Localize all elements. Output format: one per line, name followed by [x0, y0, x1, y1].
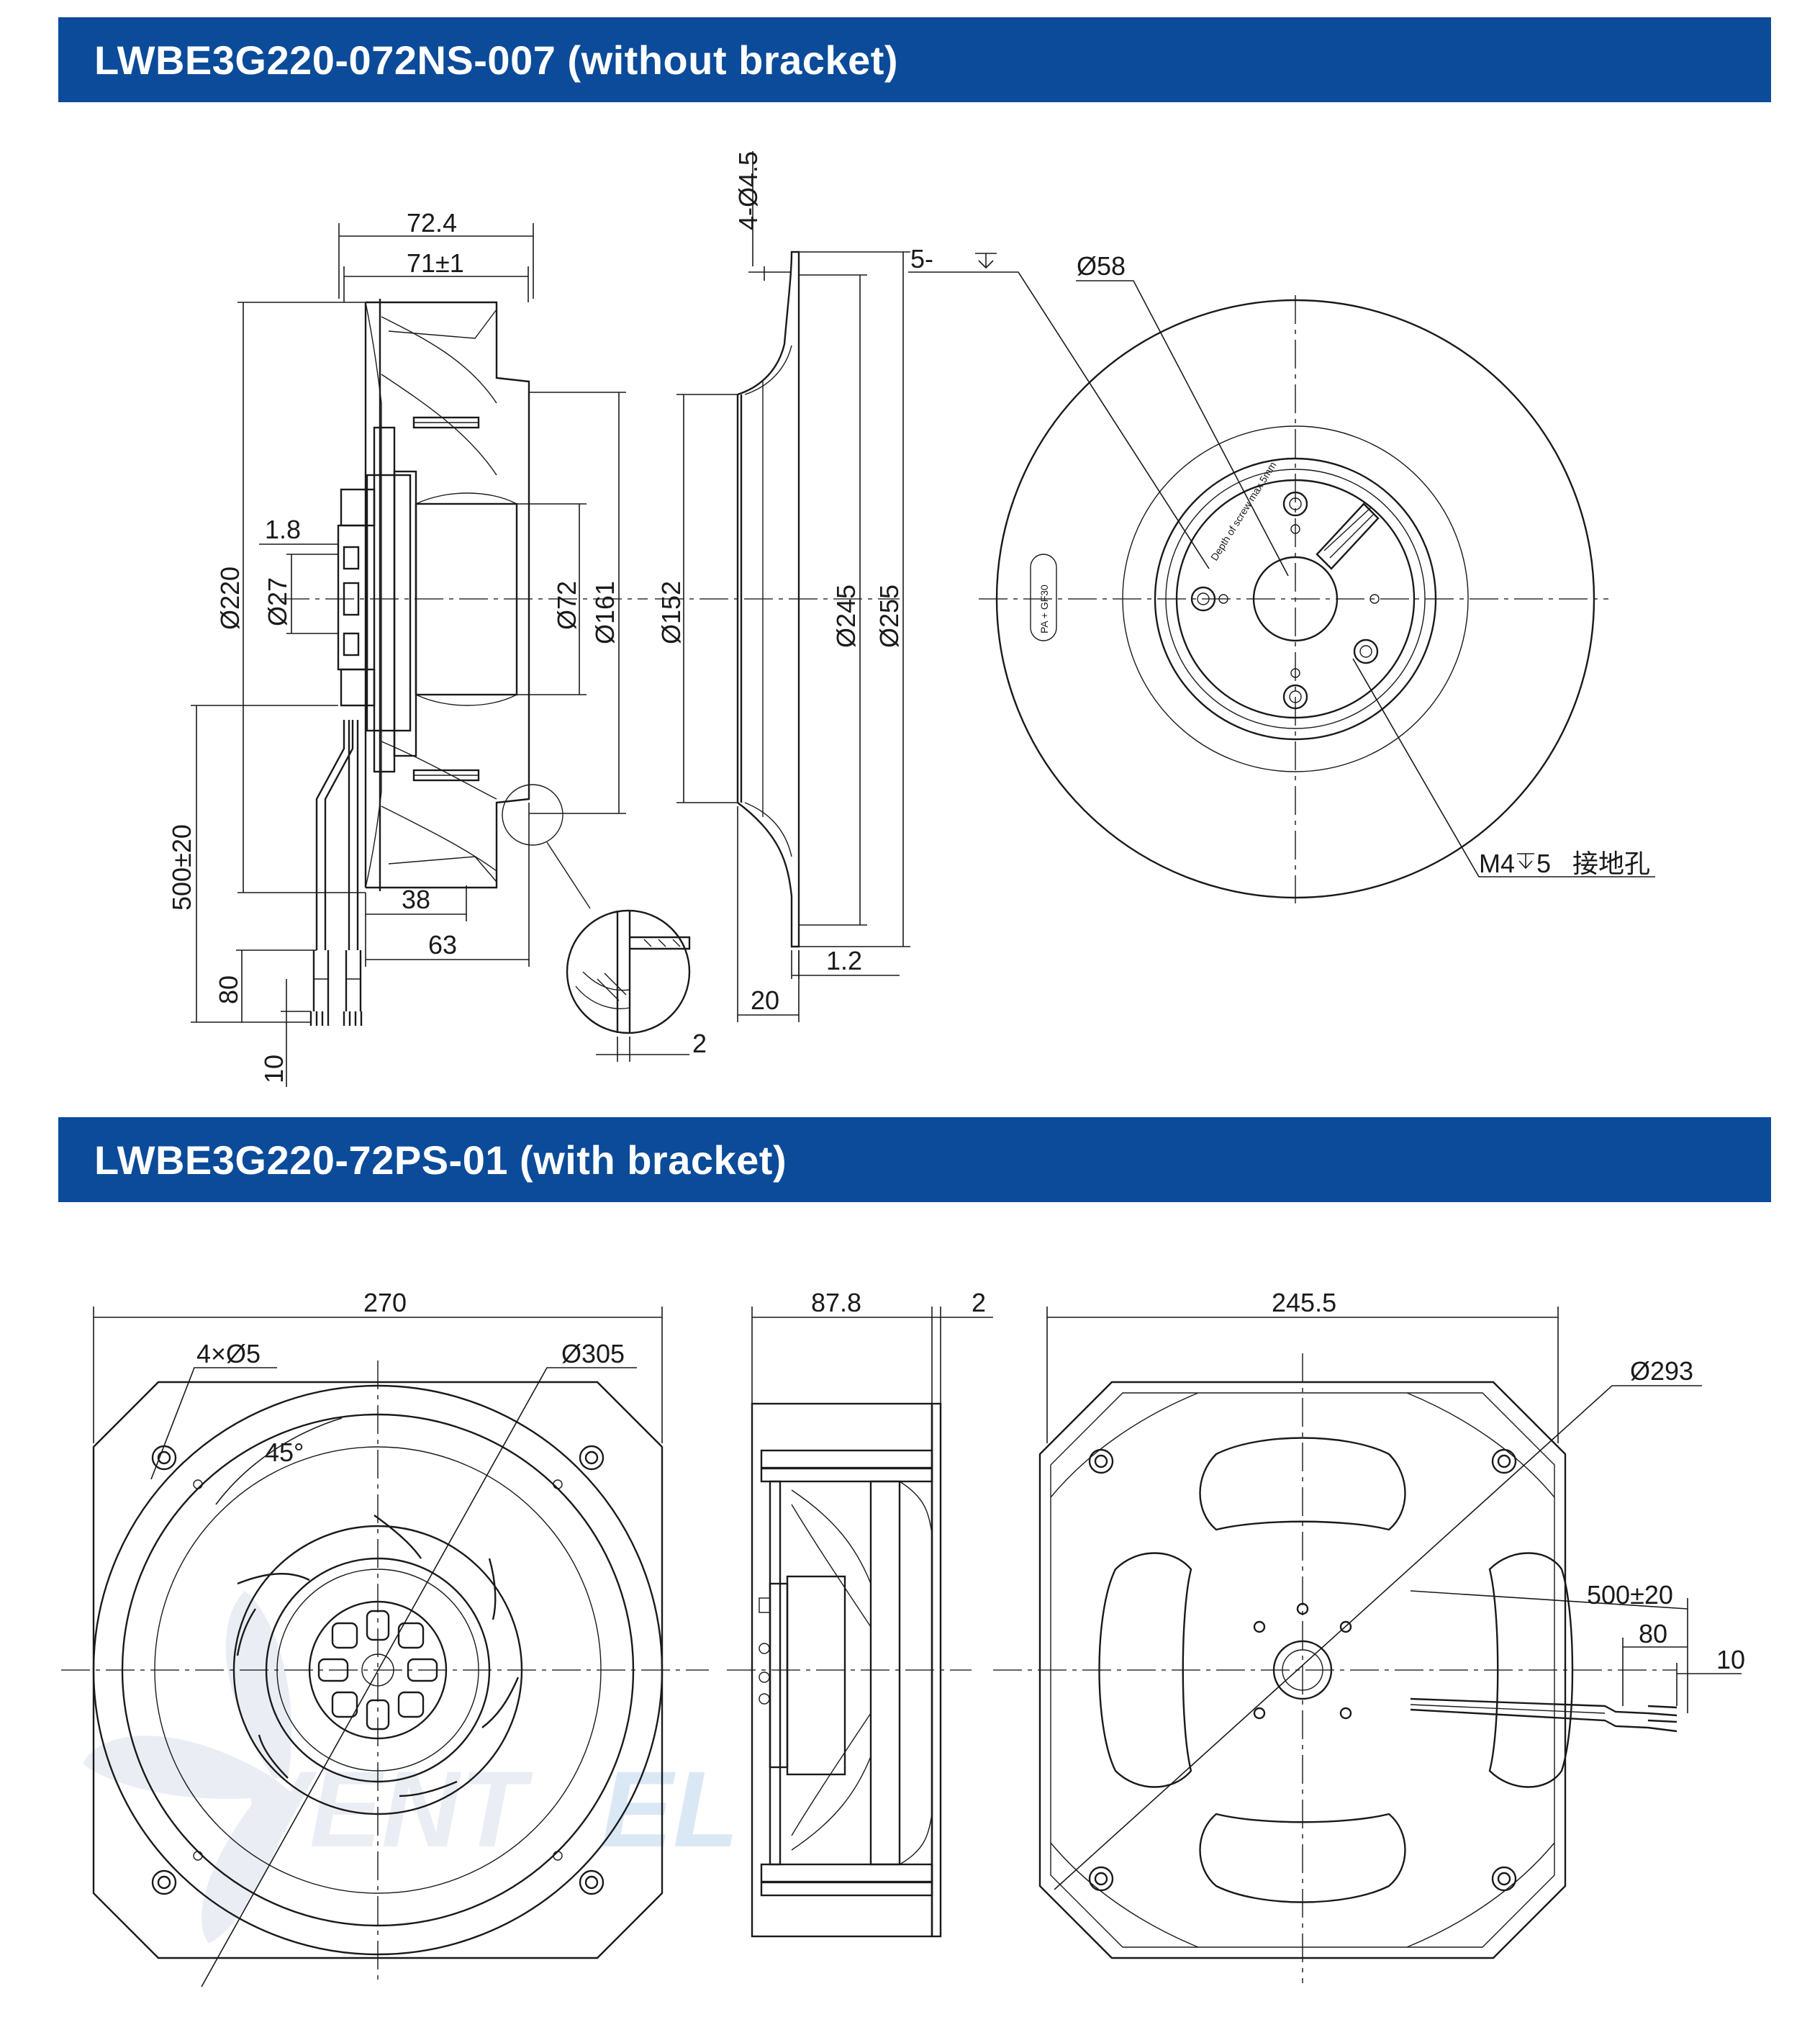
dim-10-bottom: 10: [1716, 1645, 1745, 1674]
dim-38: 38: [402, 885, 430, 914]
section-title: LWBE3G220-72PS-01 (with bracket): [94, 1137, 787, 1183]
dim-20: 20: [751, 985, 779, 1015]
dim-d255: Ø255: [874, 585, 904, 648]
dim-d152: Ø152: [656, 581, 686, 644]
dim-10: 10: [259, 1055, 289, 1083]
dim-5-holes: 5-: [910, 244, 933, 274]
dim-72-4: 72.4: [407, 208, 457, 238]
screw-depth-note: Depth of screw max.5mm: [1208, 460, 1279, 563]
inlet-ring-view: 4-Ø4.5 Ø152 Ø245 Ø255 1.2 20: [655, 151, 910, 1022]
dim-80-bottom: 80: [1639, 1619, 1667, 1648]
watermark-text-1: VENT: [237, 1749, 533, 1869]
dim-2-bottom: 2: [972, 1288, 986, 1317]
front-view-with-bracket: 270 4×Ø5 45° Ø305: [61, 1288, 709, 1987]
m4-label: M4: [1479, 849, 1515, 878]
dim-71: 71±1: [407, 248, 464, 278]
dim-4x5: 4×Ø5: [196, 1339, 261, 1368]
depth-symbol-icon: [1517, 853, 1534, 870]
dim-d161: Ø161: [590, 581, 620, 644]
m4-depth: 5: [1536, 849, 1551, 878]
dim-80: 80: [214, 975, 243, 1004]
dim-2: 2: [692, 1029, 707, 1058]
side-view-with-bracket: 87.8 2: [727, 1288, 993, 1938]
dim-45-deg: 45°: [265, 1438, 304, 1467]
depth-symbol-icon: [975, 253, 997, 269]
dim-63: 63: [428, 930, 457, 960]
dim-4-d4-5: 4-Ø4.5: [733, 151, 763, 230]
side-view-without-bracket: [281, 299, 691, 1034]
dim-245-5: 245.5: [1272, 1288, 1336, 1317]
dim-1-8: 1.8: [265, 515, 301, 544]
section-header-with-bracket: LWBE3G220-72PS-01 (with bracket): [58, 1117, 1771, 1202]
section-title: LWBE3G220-072NS-007 (without bracket): [94, 37, 899, 83]
dim-d58: Ø58: [1077, 251, 1126, 281]
dim-d72: Ø72: [552, 581, 581, 630]
dim-500-bottom: 500±20: [1587, 1580, 1673, 1610]
watermark: VENT EL: [83, 1591, 739, 1944]
dim-d245: Ø245: [831, 585, 861, 648]
dim-d27: Ø27: [263, 577, 292, 626]
dim-d293: Ø293: [1630, 1356, 1693, 1386]
dim-270: 270: [363, 1288, 407, 1317]
dim-500: 500±20: [167, 824, 196, 911]
dim-1-2: 1.2: [826, 946, 862, 975]
watermark-text-2: EL: [601, 1749, 739, 1869]
side-view-dimensions: 72.4 71±1 1.8 Ø220 Ø27 Ø72 Ø161 500±20: [167, 208, 707, 1087]
dim-87-8: 87.8: [811, 1288, 861, 1317]
dim-d220: Ø220: [215, 567, 245, 630]
section-header-without-bracket: LWBE3G220-072NS-007 (without bracket): [58, 17, 1771, 102]
dim-d305: Ø305: [561, 1339, 625, 1368]
rear-view-with-bracket: 245.5 Ø293 500±20 80 10: [993, 1288, 1745, 1983]
front-view-without-bracket: PA + GF30 Depth of screw max.5mm 5- Ø58 …: [908, 244, 1655, 903]
material-label: PA + GF30: [1038, 585, 1050, 633]
ground-hole-label: 接地孔: [1572, 849, 1650, 878]
